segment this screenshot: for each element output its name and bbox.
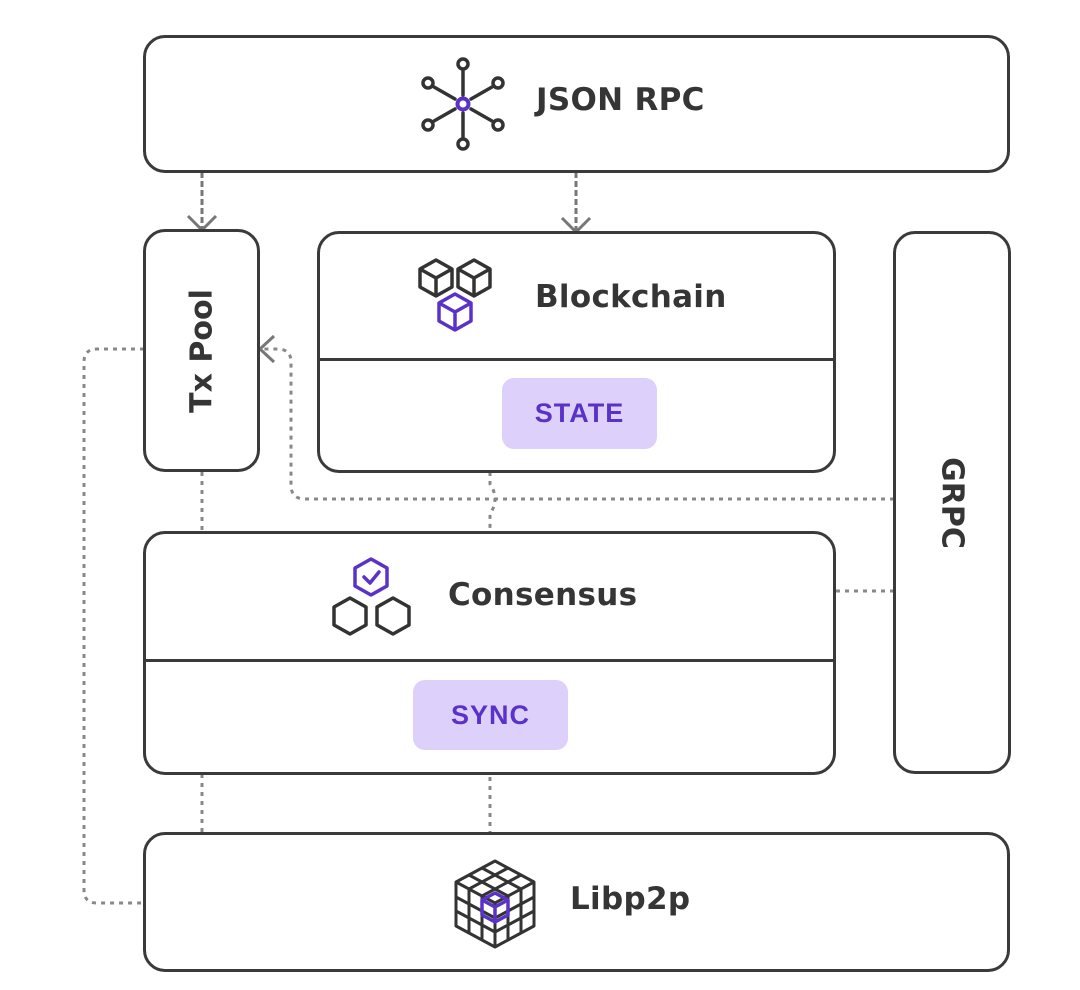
blockchain-label: Blockchain xyxy=(535,279,727,315)
network-hub-icon xyxy=(421,57,505,151)
json-rpc-label: JSON RPC xyxy=(536,82,705,118)
state-badge: STATE xyxy=(502,378,657,449)
consensus-divider xyxy=(146,659,833,662)
edge-libp2p-txpool xyxy=(82,347,144,905)
node-grpc[interactable]: GRPC xyxy=(893,231,1011,774)
node-tx-pool[interactable]: Tx Pool xyxy=(143,229,260,472)
tx-pool-label: Tx Pool xyxy=(184,288,219,413)
grid-cube-icon xyxy=(454,859,536,949)
node-libp2p[interactable]: Libp2p xyxy=(143,832,1010,972)
sync-badge: SYNC xyxy=(413,680,568,750)
node-blockchain[interactable]: Blockchain STATE xyxy=(317,231,836,473)
edge-jsonrpc-txpool xyxy=(186,172,218,233)
edge-jsonrpc-blockchain xyxy=(560,172,592,235)
node-consensus[interactable]: Consensus SYNC xyxy=(143,531,836,775)
cubes-icon xyxy=(418,258,492,332)
edge-blockchain-consensus xyxy=(488,472,497,532)
blockchain-divider xyxy=(320,358,833,361)
hexagons-check-icon xyxy=(332,557,411,636)
libp2p-label: Libp2p xyxy=(570,881,691,917)
node-json-rpc[interactable]: JSON RPC xyxy=(143,35,1010,173)
consensus-label: Consensus xyxy=(448,577,638,613)
grpc-label: GRPC xyxy=(934,456,970,549)
